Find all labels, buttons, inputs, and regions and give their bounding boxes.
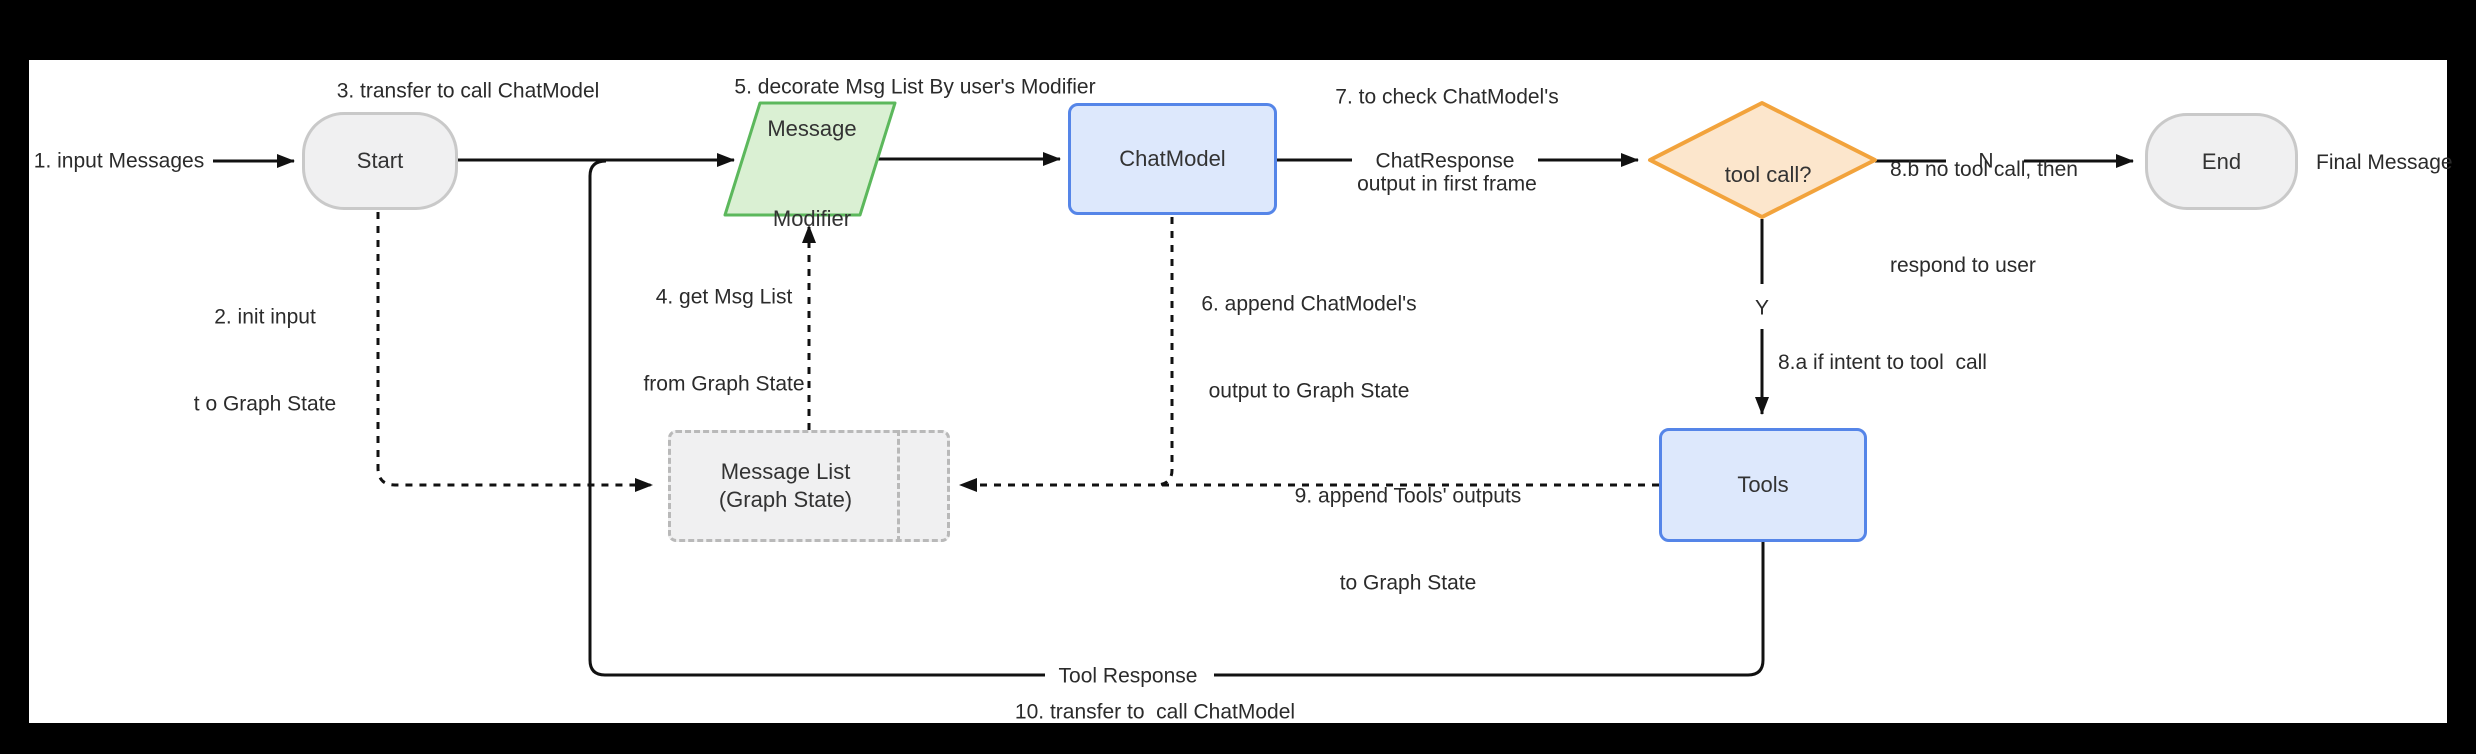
tools-node-label: Tools bbox=[1737, 472, 1789, 497]
label-get-msg-list-line2: from Graph State bbox=[643, 372, 805, 396]
label-input-messages: 1. input Messages bbox=[33, 149, 205, 173]
label-append-chatmodel-line1: 6. append ChatModel's bbox=[1201, 292, 1417, 316]
edge-start-to-messagelist bbox=[376, 212, 653, 492]
edge-tool-response-loop-b bbox=[588, 159, 1045, 677]
label-decorate-msg-list: 5. decorate Msg List By user's Modifier bbox=[734, 75, 1096, 99]
label-check-output-line2: output in first frame bbox=[1357, 172, 1537, 196]
message-modifier-shape bbox=[723, 101, 897, 217]
start-node-label: Start bbox=[356, 148, 404, 173]
label-check-output-line1: 7. to check ChatModel's bbox=[1335, 85, 1559, 109]
label-init-input-line2: t o Graph State bbox=[193, 392, 337, 416]
label-get-msg-list: 4. get Msg List from Graph State bbox=[643, 225, 804, 428]
label-init-input: 2. init input t o Graph State bbox=[194, 245, 336, 448]
label-no-tool-call-line2: respond to user bbox=[1890, 254, 2036, 277]
label-init-input-line1: 2. init input bbox=[214, 305, 316, 329]
tool-call-decision-shape bbox=[1648, 101, 1877, 219]
label-no: N bbox=[1978, 149, 1994, 173]
label-append-tools-line2: to Graph State bbox=[1339, 571, 1477, 595]
end-node-label: End bbox=[2201, 148, 2242, 174]
label-tool-response: Tool Response bbox=[1058, 664, 1198, 688]
message-list-label-line1: Message List bbox=[720, 459, 851, 484]
edge-tool-response-loop-a bbox=[1214, 542, 1765, 677]
label-append-chatmodel-line2: output to Graph State bbox=[1208, 379, 1410, 403]
label-no-tool-call-line1: 8.b no tool call, then bbox=[1890, 158, 2078, 181]
message-list-divider bbox=[897, 430, 900, 542]
chatmodel-node-label: ChatModel bbox=[1119, 146, 1226, 171]
label-check-output: 7. to check ChatModel's output in first … bbox=[1335, 25, 1558, 228]
label-get-msg-list-line1: 4. get Msg List bbox=[655, 285, 793, 309]
message-modifier-label-line2: Modifier bbox=[772, 206, 852, 231]
message-list-node: Message List (Graph State) bbox=[668, 430, 950, 542]
start-node: Start bbox=[302, 112, 458, 210]
message-modifier-label: Message Modifier bbox=[767, 54, 856, 264]
tool-call-decision-label: tool call? bbox=[1724, 162, 1812, 187]
label-transfer-call-chatmodel: 3. transfer to call ChatModel bbox=[336, 79, 600, 103]
label-yes: Y bbox=[1754, 296, 1770, 320]
label-chat-response: ChatResponse bbox=[1375, 149, 1515, 173]
label-final-message: Final Message bbox=[2316, 151, 2453, 174]
label-append-tools-line1: 9. append Tools' outputs bbox=[1294, 484, 1522, 508]
label-append-chatmodel: 6. append ChatModel's output to Graph St… bbox=[1201, 232, 1416, 435]
end-node: End bbox=[2145, 113, 2298, 210]
chatmodel-node: ChatModel bbox=[1068, 103, 1277, 215]
label-transfer-call-chatmodel-10: 10. transfer to call ChatModel bbox=[1014, 700, 1296, 724]
label-if-intent-tool-call: 8.a if intent to tool call bbox=[1778, 351, 1987, 374]
tools-node: Tools bbox=[1659, 428, 1867, 542]
label-no-tool-call: 8.b no tool call, then respond to user bbox=[1890, 90, 2078, 314]
edge-chatmodel-to-messagelist bbox=[1154, 217, 1174, 487]
message-modifier-label-line1: Message bbox=[767, 116, 857, 141]
message-list-label-line2: (Graph State) bbox=[718, 487, 853, 512]
label-append-tools: 9. append Tools' outputs to Graph State bbox=[1295, 424, 1522, 627]
